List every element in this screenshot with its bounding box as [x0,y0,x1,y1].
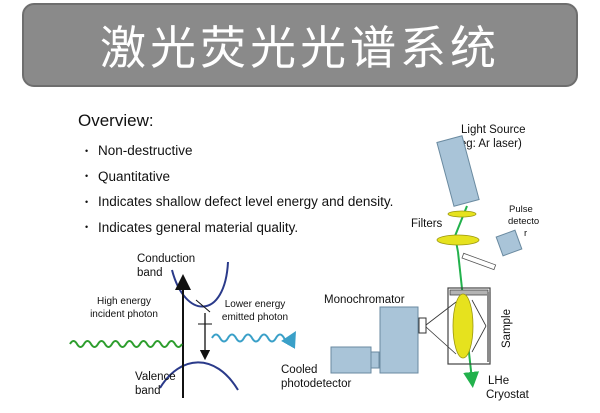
collection-ray-top [425,301,457,326]
band-diagram: Conduction band Valence band High energy… [69,253,296,398]
monochromator-slit [418,317,427,334]
valence-band-label-2: band [135,385,161,397]
bullet-icon: • [85,222,89,233]
overview-list: • Non-destructive • Quantitative • Indicate… [85,138,393,240]
overview-bullet: • Quantitative [85,164,393,190]
emitted-photon-label-2: emitted photon [222,312,288,323]
valence-band-label-1: Valence [135,371,176,383]
pulse-detector-label-1: Pulse [509,204,533,215]
cryostat-label-1: LHe [488,375,509,387]
title-banner: 激光荧光光谱系统 [22,3,578,87]
photodetector-body [330,346,372,374]
bullet-text: Quantitative [98,168,171,184]
incident-photon-label-2: incident photon [90,309,158,320]
photodetector-label-1: Cooled [281,364,317,376]
collection-ray-bottom [425,326,457,355]
conduction-band-label-1: Conduction [137,253,195,265]
filter-lens [436,234,480,246]
pulse-detector-label-2: detecto [508,216,539,227]
overview-bullet: • Indicates shallow defect level energy a… [85,189,393,215]
beam-splitter [461,252,497,271]
pulse-detector-label-3: r [524,228,527,239]
bullet-icon: • [85,145,89,156]
filter-disk [447,210,477,218]
valence-band-curve [159,361,239,391]
slide-title: 激光荧光光谱系统 [100,21,500,75]
collection-lens [452,293,474,359]
bullet-text: Indicates shallow defect level energy an… [98,194,394,209]
relaxation-mark [195,299,211,313]
filters-label: Filters [411,218,443,230]
overview-bullet: • Indicates general material quality. [85,215,393,241]
incident-photon-wave [69,340,183,348]
focus-ray-top [471,299,487,327]
conduction-band-curve [171,261,229,308]
monochromator-box [379,306,419,374]
bullet-icon: • [85,196,89,207]
laser-beam-in [454,205,468,237]
light-source-label-2: (eg: Ar laser) [456,138,522,150]
light-source-label-1: Light Source [461,124,526,136]
conduction-band-label-2: band [137,267,163,279]
overview-heading: Overview: [78,111,154,130]
laser-source [436,135,480,207]
photodetector-label-2: photodetector [281,378,352,390]
optical-setup: Light Source (eg: Ar laser) Filters Puls… [281,124,539,401]
sample-holder [487,292,491,362]
incident-photon-label-1: High energy [97,296,151,307]
pulse-detector [495,229,523,257]
focus-ray-bottom [471,325,487,353]
overview-bullet: • Non-destructive [85,138,393,164]
monochromator-label: Monochromator [324,294,405,306]
cryostat-top-plate [449,289,489,296]
emitted-photon-wave [211,331,296,349]
bullet-icon: • [85,171,89,182]
cryostat-label-2: Cryostat [486,389,530,401]
sample-label: Sample [501,309,513,348]
emitted-photon-label-1: Lower energy [225,299,286,310]
bullet-text: Non-destructive [98,143,193,158]
bullet-text: Indicates general material quality. [98,219,299,235]
photodetector-nozzle [370,351,380,369]
